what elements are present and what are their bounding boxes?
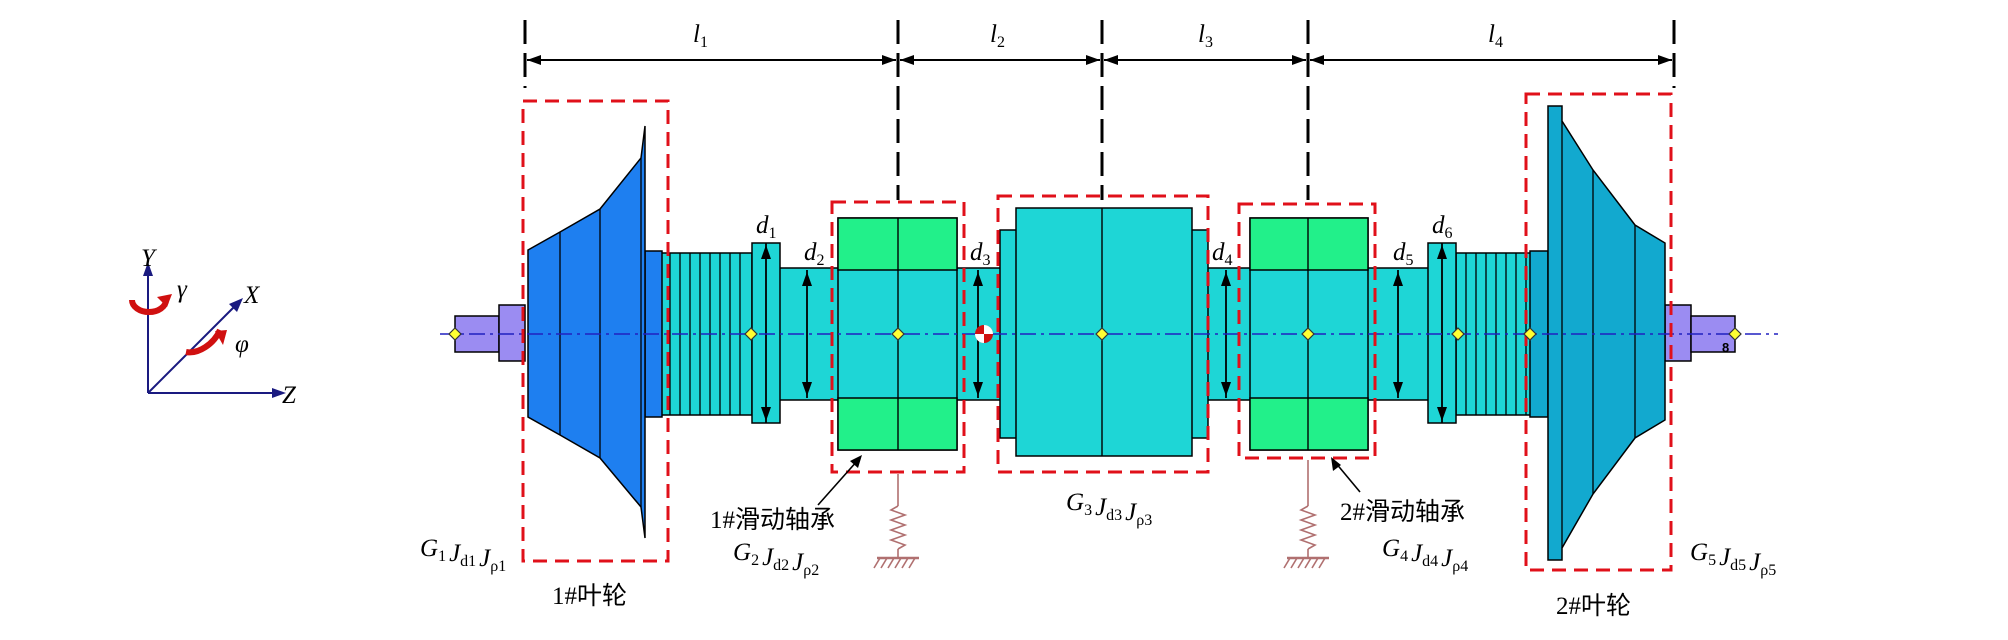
length-label-l4: l4 — [1488, 21, 1503, 51]
end-node-marker: 8 — [1722, 340, 1729, 355]
bearing-2-bottom-pad — [1249, 397, 1369, 451]
node-markers — [448, 327, 1742, 341]
bearing-2-support — [1283, 460, 1329, 569]
coordinate-system: Y X Z γ φ — [129, 245, 297, 409]
impeller-2-caption: 2#叶轮 — [1556, 592, 1631, 620]
bearing-1-support — [873, 474, 919, 569]
diameter-label-d5: d5 — [1393, 239, 1414, 269]
phi-label: φ — [235, 331, 249, 358]
diameter-label-d3: d3 — [970, 239, 991, 269]
length-label-l3: l3 — [1198, 21, 1213, 51]
diameter-label-d6: d6 — [1432, 212, 1453, 242]
y-axis-label: Y — [141, 245, 158, 272]
bearing-2-top-pad — [1249, 217, 1369, 271]
diameter-label-d1: d1 — [756, 212, 777, 242]
right-shaft-collar — [1664, 304, 1692, 362]
left-impeller — [527, 125, 646, 539]
length-label-l2: l2 — [990, 21, 1005, 51]
left-shaft-collar — [498, 304, 526, 362]
impeller-1-caption: 1#叶轮 — [552, 582, 627, 610]
diameter-label-d2: d2 — [804, 239, 825, 269]
right-impeller — [1547, 105, 1666, 561]
z-axis-label: Z — [282, 382, 297, 409]
length-dimensions: l1 l2 l3 l4 — [523, 20, 1676, 200]
x-axis-label: X — [243, 282, 261, 309]
length-label-l1: l1 — [693, 21, 708, 51]
bearing-2-caption: 2#滑动轴承 — [1340, 498, 1465, 526]
rotor — [454, 105, 1736, 561]
bearing-leaders — [817, 459, 1361, 506]
bearing-1-caption: 1#滑动轴承 — [710, 506, 835, 534]
diameter-label-d4: d4 — [1212, 239, 1233, 269]
unbalance-marker — [975, 325, 993, 343]
gamma-label: γ — [177, 276, 188, 303]
